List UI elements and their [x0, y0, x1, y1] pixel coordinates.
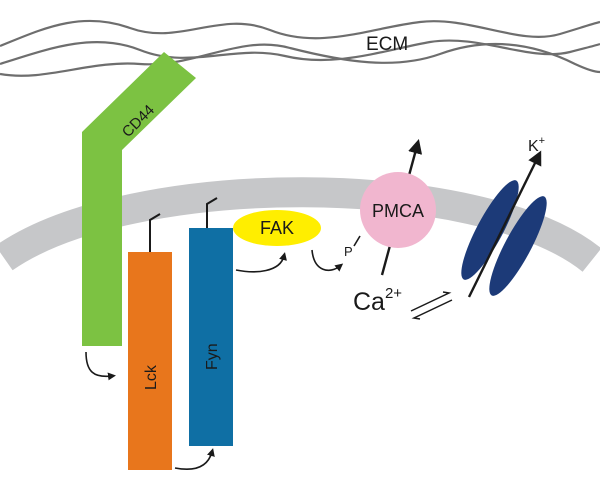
lck-to-fyn-arrow: [174, 448, 215, 470]
ecm-fiber-3: [0, 42, 600, 77]
calcium-label: Ca2+: [353, 285, 402, 316]
lck-anchor: [149, 213, 161, 252]
phospho-label: P: [344, 244, 353, 259]
pmca-pump: PMCA: [360, 139, 436, 276]
lck-kinase: Lck: [128, 213, 172, 470]
pmca-label: PMCA: [372, 201, 424, 221]
ecm-fiber-2: [0, 39, 600, 66]
ecm-fiber-1: [0, 19, 600, 48]
potassium-channel: [461, 150, 547, 298]
calcium-symbol: Ca: [353, 288, 385, 316]
fak-kinase: FAK: [233, 210, 321, 246]
cd44-to-lck-arrow: [85, 351, 116, 381]
phospho-tick: [353, 235, 361, 247]
signaling-arrows: [85, 249, 344, 470]
fyn-to-fak-arrow: [235, 252, 287, 273]
fak-to-pmca-arrow: [311, 249, 344, 272]
equilibrium-arrows: [410, 291, 453, 320]
lck-label: Lck: [143, 364, 160, 390]
potassium-efflux-arrow: [467, 150, 542, 298]
potassium-symbol: K: [528, 138, 539, 155]
fyn-anchor: [206, 197, 218, 228]
fyn-kinase: Fyn: [189, 197, 233, 446]
ecm-label: ECM: [366, 34, 408, 55]
potassium-label: K+: [528, 135, 545, 155]
ecm-fibers: [0, 19, 600, 77]
calcium-charge: 2+: [385, 285, 402, 302]
fak-label: FAK: [260, 218, 294, 238]
potassium-charge: +: [539, 135, 545, 147]
fyn-label: Fyn: [204, 343, 221, 370]
